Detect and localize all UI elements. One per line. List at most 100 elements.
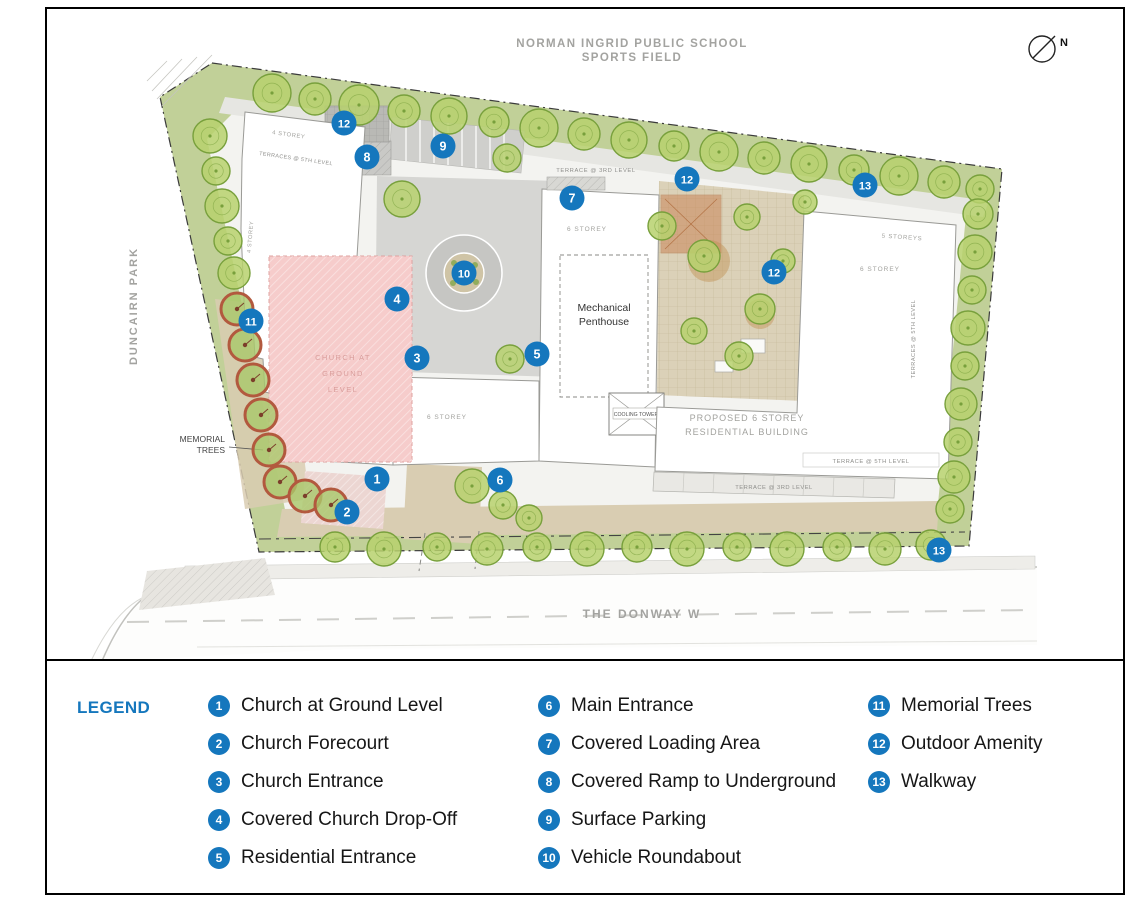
church-ground-zone: CHURCH AT GROUND LEVEL <box>268 255 413 463</box>
tree-icon <box>213 226 243 256</box>
legend-column-1: 1 Church at Ground Level 2 Church Foreco… <box>208 695 538 893</box>
legend-item-number: 13 <box>868 771 890 793</box>
centre-terrace-label: TERRACE @ 3RD LEVEL <box>556 168 636 174</box>
legend-item-number: 3 <box>208 771 230 793</box>
legend-item: 11 Memorial Trees <box>868 695 1043 717</box>
memorial-tree-icon <box>235 362 271 398</box>
legend-item: 5 Residential Entrance <box>208 847 538 869</box>
svg-text:12: 12 <box>338 118 350 130</box>
mechanical-penthouse-outline <box>559 254 649 398</box>
legend-item-number: 11 <box>868 695 890 717</box>
east-terraces-vertical-label: TERRACES @ 5TH LEVEL <box>911 300 917 379</box>
tree-icon <box>366 531 402 567</box>
legend-item: 6 Main Entrance <box>538 695 868 717</box>
west-4storey-vertical-label: 4 STOREY <box>247 221 256 254</box>
legend-item: 4 Covered Church Drop-Off <box>208 809 538 831</box>
svg-text:7: 7 <box>569 191 576 205</box>
plan-marker-12: 12 <box>674 166 700 192</box>
tree-icon <box>298 82 332 116</box>
tree-icon <box>722 532 752 562</box>
legend-columns: 1 Church at Ground Level 2 Church Foreco… <box>208 695 1123 893</box>
memorial-tree-icon <box>251 432 287 468</box>
tree-icon <box>699 132 739 172</box>
adjacent-parcel-hatch <box>146 54 213 107</box>
tree-icon <box>744 293 776 325</box>
tree-icon <box>621 531 653 563</box>
svg-text:11: 11 <box>245 316 257 328</box>
terrace-3rd-strip: TERRACE @ 3RD LEVEL <box>652 471 896 499</box>
west-4storey-label: 4 STOREY <box>272 130 306 141</box>
legend-item: 8 Covered Ramp to Underground <box>538 771 868 793</box>
legend-item-label: Main Entrance <box>571 695 694 716</box>
east-storey-label: 6 STOREY <box>860 266 900 273</box>
site-plan-figure: NORMAN INGRID PUBLIC SCHOOL SPORTS FIELD… <box>91 35 1068 659</box>
tree-icon <box>868 532 902 566</box>
tree-icon <box>724 341 754 371</box>
east-five-storeys-label: 5 STOREYS <box>882 234 923 243</box>
proposed-label-line2: RESIDENTIAL BUILDING <box>685 427 809 437</box>
tree-icon <box>950 310 986 346</box>
legend: LEGEND 1 Church at Ground Level 2 Church… <box>47 661 1123 893</box>
tree-icon <box>957 275 987 305</box>
tree-icon <box>383 180 421 218</box>
legend-item-label: Vehicle Roundabout <box>571 847 742 868</box>
plan-marker-8: 8 <box>354 144 380 170</box>
svg-text:12: 12 <box>768 267 780 279</box>
legend-item-number: 10 <box>538 847 560 869</box>
svg-text:8: 8 <box>364 150 371 164</box>
legend-item-label: Church Entrance <box>241 771 384 792</box>
memorial-tree-icon <box>227 327 263 363</box>
legend-item-number: 12 <box>868 733 890 755</box>
church-label-line2: GROUND <box>322 369 364 378</box>
legend-item: 12 Outdoor Amenity <box>868 733 1043 755</box>
plan-marker-1: 1 <box>364 466 390 492</box>
south-wing-building <box>392 376 540 466</box>
tree-icon <box>927 165 961 199</box>
svg-text:5: 5 <box>534 347 541 361</box>
legend-item: 2 Church Forecourt <box>208 733 538 755</box>
plan-marker-12: 12 <box>761 259 787 285</box>
plan-marker-13: 13 <box>852 172 878 198</box>
svg-text:3: 3 <box>414 351 421 365</box>
road-label: THE DONWAY W <box>583 607 702 621</box>
cooling-tower: COOLING TOWER <box>608 392 665 436</box>
tree-icon <box>962 198 994 230</box>
legend-item-number: 8 <box>538 771 560 793</box>
svg-text:10: 10 <box>458 268 470 280</box>
tree-icon <box>935 494 965 524</box>
drawing-frame: NORMAN INGRID PUBLIC SCHOOL SPORTS FIELD… <box>45 7 1125 895</box>
plan-marker-2: 2 <box>334 499 360 525</box>
tree-icon <box>957 234 993 270</box>
tree-icon <box>319 531 351 563</box>
svg-text:12: 12 <box>681 174 693 186</box>
memorial-label-line2: TREES <box>197 445 226 455</box>
legend-item: 10 Vehicle Roundabout <box>538 847 868 869</box>
plan-marker-13: 13 <box>926 537 952 563</box>
legend-item-label: Covered Loading Area <box>571 733 761 754</box>
tree-icon <box>430 97 468 135</box>
tree-icon <box>944 387 978 421</box>
legend-item: 9 Surface Parking <box>538 809 868 831</box>
north-arrow-icon: N <box>1028 35 1068 63</box>
svg-text:13: 13 <box>859 180 871 192</box>
legend-item-number: 6 <box>538 695 560 717</box>
southwing-storey-label: 6 STOREY <box>427 414 467 421</box>
tree-icon <box>522 532 552 562</box>
tree-icon <box>943 427 973 457</box>
tree-icon <box>658 130 690 162</box>
legend-item-label: Covered Ramp to Underground <box>571 771 837 792</box>
proposed-label-line1: PROPOSED 6 STOREY <box>690 413 805 423</box>
svg-text:1: 1 <box>374 472 381 486</box>
tree-icon <box>192 118 228 154</box>
legend-item-label: Surface Parking <box>571 809 707 830</box>
plan-marker-4: 4 <box>384 286 410 312</box>
legend-column-2: 6 Main Entrance 7 Covered Loading Area 8… <box>538 695 868 893</box>
tree-icon <box>204 188 240 224</box>
tree-icon <box>495 344 525 374</box>
tree-icon <box>879 156 919 196</box>
north-label: N <box>1060 37 1068 49</box>
mechanical-penthouse-label-line2: Penthouse <box>579 316 629 328</box>
legend-item-number: 9 <box>538 809 560 831</box>
memorial-label-line1: MEMORIAL <box>180 434 226 444</box>
